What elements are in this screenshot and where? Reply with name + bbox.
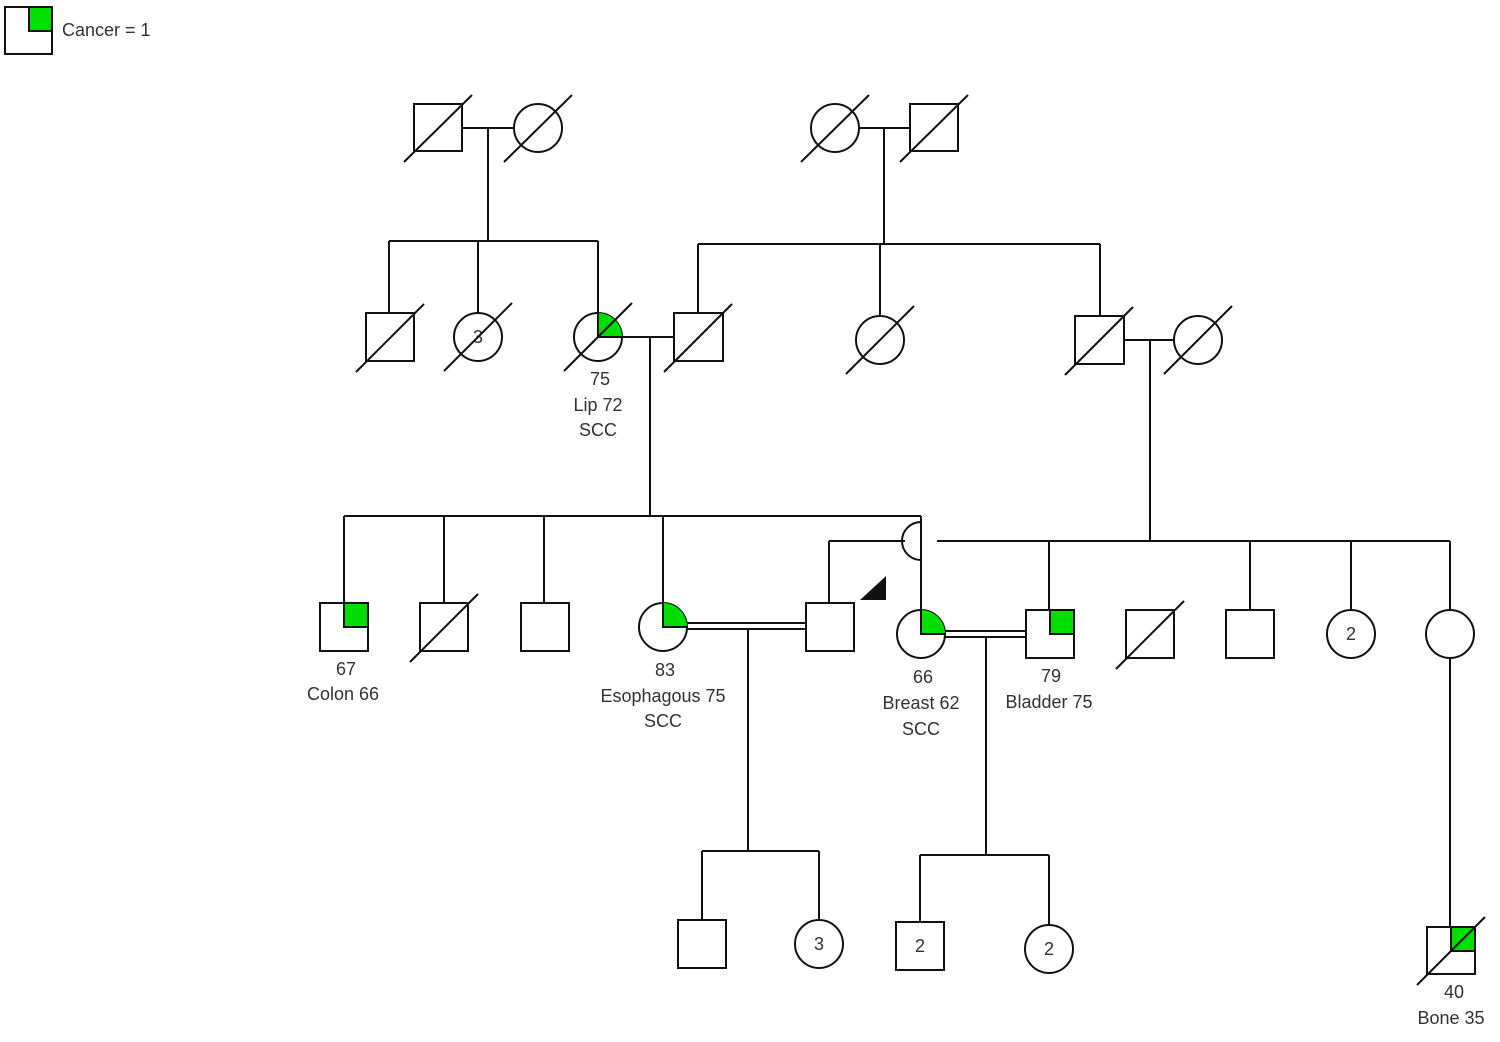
deceased-mark bbox=[1064, 306, 1134, 376]
proband-arrow-icon bbox=[860, 576, 886, 600]
deceased-mark bbox=[899, 94, 969, 163]
legend-label: Cancer = 1 bbox=[62, 20, 151, 40]
affected-quadrant bbox=[663, 603, 687, 627]
aunt-count: 2 bbox=[1346, 624, 1356, 644]
cancer-type-label: SCC bbox=[902, 719, 940, 739]
cancer-type-label: SCC bbox=[644, 711, 682, 731]
gen3-proband-square bbox=[805, 602, 855, 652]
affected-quadrant bbox=[1050, 611, 1073, 634]
gen3-uncle-square bbox=[1225, 609, 1275, 659]
legend: Cancer = 1 bbox=[4, 6, 151, 55]
deceased-mark bbox=[1115, 600, 1185, 670]
gen4-cousin-square bbox=[677, 919, 727, 969]
gen4-brothers-square bbox=[895, 921, 945, 971]
deceased-mark bbox=[1416, 916, 1486, 986]
cousin-count: 3 bbox=[814, 934, 824, 954]
sibling-count: 2 bbox=[915, 936, 925, 956]
deceased-mark bbox=[503, 94, 573, 163]
age-label: 83 bbox=[655, 660, 675, 680]
age-label: 40 bbox=[1444, 982, 1464, 1002]
gen4-cousins-circle bbox=[794, 919, 844, 969]
age-label: 79 bbox=[1041, 666, 1061, 686]
legend-affected-quadrant bbox=[29, 8, 51, 30]
gen3-brother-square bbox=[520, 602, 570, 652]
deceased-mark bbox=[409, 593, 479, 663]
deceased-mark bbox=[403, 94, 473, 163]
cancer-label: Bladder 75 bbox=[1005, 692, 1092, 712]
cancer-label: Lip 72 bbox=[573, 395, 622, 415]
gen1-right-couple bbox=[800, 94, 969, 244]
line-crossing-hop bbox=[901, 521, 922, 561]
cancer-label: Esophagous 75 bbox=[600, 686, 725, 706]
deceased-mark bbox=[563, 302, 633, 372]
affected-quadrant bbox=[921, 610, 945, 634]
age-label: 67 bbox=[336, 659, 356, 679]
gen3-aunt-circle bbox=[1425, 609, 1475, 659]
cancer-type-label: SCC bbox=[579, 420, 617, 440]
gen3-left-sibship-lines bbox=[343, 515, 922, 610]
gen3-aunts-circle bbox=[1326, 609, 1376, 659]
affected-quadrant bbox=[344, 604, 367, 627]
gen2-right-sibship bbox=[663, 243, 1233, 541]
deceased-mark bbox=[800, 94, 870, 163]
deceased-mark bbox=[355, 303, 425, 373]
deceased-mark bbox=[663, 303, 733, 373]
cancer-label: Breast 62 bbox=[882, 693, 959, 713]
gen1-left-couple bbox=[403, 94, 573, 241]
cancer-label: Bone 35 bbox=[1417, 1008, 1484, 1028]
gen3-right-sibship-lines bbox=[828, 521, 1451, 610]
sibling-count: 2 bbox=[1044, 939, 1054, 959]
gen4-sisters-circle bbox=[1024, 924, 1074, 974]
deceased-mark bbox=[443, 302, 513, 372]
age-label: 66 bbox=[913, 667, 933, 687]
deceased-mark bbox=[845, 305, 915, 375]
gen2-left-sibship: 3 75 Lip 72 SCC bbox=[355, 240, 633, 440]
gen4-left-sibship: 3 bbox=[677, 850, 844, 969]
gen4-middle-sibship: 2 2 bbox=[895, 854, 1074, 974]
deceased-mark bbox=[1163, 305, 1233, 375]
age-label: 75 bbox=[590, 369, 610, 389]
cancer-label: Colon 66 bbox=[307, 684, 379, 704]
